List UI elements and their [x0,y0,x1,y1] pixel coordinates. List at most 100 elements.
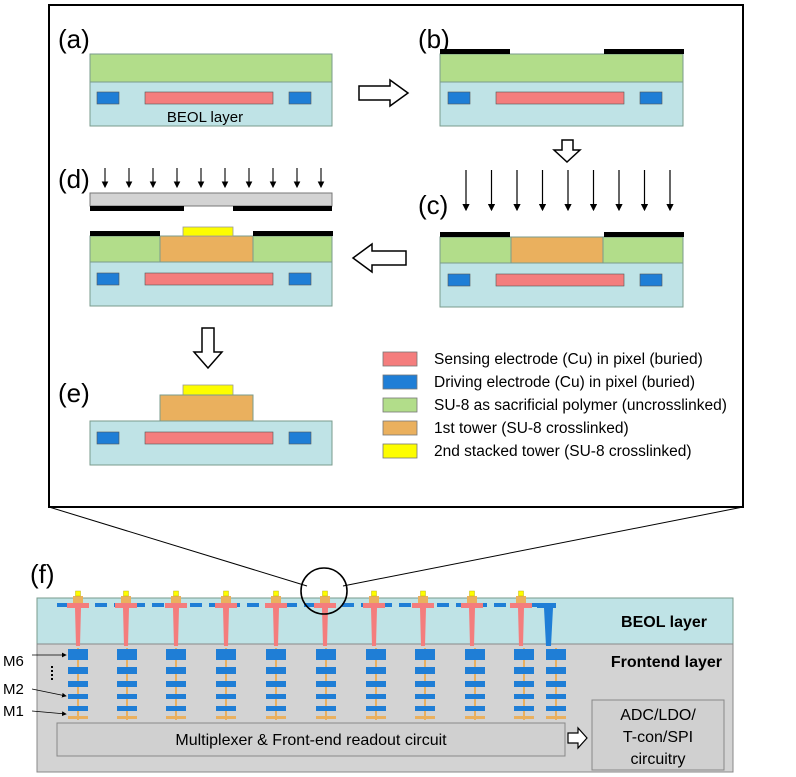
zoom-line-left [48,506,308,587]
sensing-pillar [265,603,287,646]
sensing-pillar [165,603,187,646]
metal-layer [415,667,435,674]
first-tower [516,596,526,603]
sacrificial-layer [439,53,684,83]
arrow-left [351,242,407,274]
second-tower [182,226,234,237]
second-tower [518,590,524,597]
legend-swatch-sensing [382,351,418,367]
adc-label-line3: circuitry [630,751,685,768]
second-tower [223,590,229,597]
panel-d [89,168,333,307]
mask-left [90,231,160,236]
panel-label-f: (f) [30,559,55,589]
adc-label-line1: ADC/LDO/ [620,707,696,724]
adc-box [591,699,725,771]
contact [68,716,88,719]
sensing-electrode [495,91,625,105]
second-tower [173,590,179,597]
metal-layer [366,681,386,687]
metal-layer-m1 [465,706,485,711]
metal-stacks [68,648,566,720]
legend-swatch-tower2 [382,443,418,459]
second-tower [123,590,129,597]
metal-layer-m6 [266,649,286,660]
chip-cross-section: BEOL layer Frontend layer Multiplexer & … [36,590,734,773]
m2-pointer [31,688,67,698]
metal-layer [117,681,137,687]
metal-layer-m6 [465,649,485,660]
metal-layer-m1 [514,706,534,711]
sensing-electrode [144,272,274,286]
contact [166,716,186,719]
metal-layer-m6 [68,649,88,660]
metal-layer [117,667,137,674]
beol-label-small: BEOL layer [167,109,243,126]
metal-layer-m6 [316,649,336,660]
metal-layer-m2 [415,694,435,699]
metal-label-m6: M6 [3,653,24,670]
glass-plate [89,192,333,207]
metal-layer [546,681,566,687]
beol-layer-label: BEOL layer [621,614,707,631]
contact [415,716,435,719]
metal-layer-m2 [216,694,236,699]
second-tower [322,590,328,597]
metal-layer [266,667,286,674]
first-tower [271,596,281,603]
metal-layer-m6 [166,649,186,660]
arrow-right [358,78,410,108]
panel-label-d: (d) [58,164,90,194]
driving-electrode [447,273,471,287]
metal-layer [514,667,534,674]
zoom-line-right [342,506,744,587]
contact [216,716,236,719]
driving-electrode [288,431,312,445]
metal-layer-m1 [117,706,137,711]
metal-layer [415,681,435,687]
driving-electrode [96,431,120,445]
metal-layer-m1 [546,706,566,711]
sensing-pillar [215,603,237,646]
metal-layer-m2 [546,694,566,699]
metal-layer [514,681,534,687]
metal-layer [316,681,336,687]
metal-layer [546,667,566,674]
second-tower [273,590,279,597]
legend-label-driving: Driving electrode (Cu) in pixel (buried) [434,374,695,391]
first-tower [159,394,254,422]
mask-right [604,232,684,237]
legend-swatch-tower1 [382,420,418,436]
metal-layer [465,681,485,687]
sensing-pillar [510,603,532,646]
first-tower [369,596,379,603]
first-tower [510,236,604,264]
uv-exposure-arrows [462,170,674,212]
panel-e [89,384,333,466]
metal-layer-m2 [316,694,336,699]
second-tower [420,590,426,597]
metal-layer-m6 [415,649,435,660]
panel-label-e: (e) [58,378,90,408]
sensing-pillar [363,603,385,646]
legend-label-sacrificial: SU-8 as sacrificial polymer (uncrosslink… [434,397,727,414]
metal-label-m1: M1 [3,703,24,720]
metal-layer-m6 [117,649,137,660]
metal-layer [316,667,336,674]
driving-electrode [96,91,120,105]
panel-b [439,49,684,127]
sensing-pillar [461,603,483,646]
contact [266,716,286,719]
metal-layer-m2 [366,694,386,699]
driving-electrode [288,272,312,286]
metal-layer-m6 [216,649,236,660]
driving-electrode [96,272,120,286]
pixel-pillars [67,590,532,646]
panel-label-c: (c) [418,190,448,220]
sensing-electrode [144,91,274,105]
contact [546,716,566,719]
first-tower [159,235,254,263]
metal-layer-m6 [546,649,566,660]
legend-swatch-sacrificial [382,397,418,413]
